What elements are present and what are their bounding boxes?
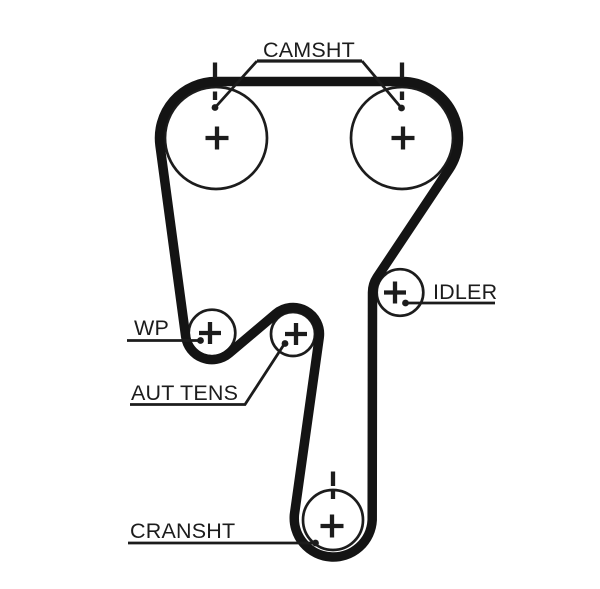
timing-belt xyxy=(154,76,464,562)
camshaft-label: CAMSHT xyxy=(263,38,355,62)
water-pump-leader xyxy=(127,337,204,344)
tensioner-label: AUT TENS xyxy=(131,381,238,405)
crankshaft-label: CRANSHT xyxy=(130,519,235,543)
crankshaft-leader-dot xyxy=(312,539,319,547)
tensioner-leader xyxy=(130,340,289,406)
camshaft-left-leader-dot xyxy=(211,104,219,111)
crankshaft-leader xyxy=(128,539,319,547)
water-pump-label: WP xyxy=(134,316,169,340)
idler-leader xyxy=(402,299,495,307)
camshaft-right-leader-dot xyxy=(398,104,405,112)
water-pump-center-cross-icon xyxy=(199,322,221,344)
idler-label: IDLER xyxy=(433,280,497,304)
tensioner-leader-dot xyxy=(281,340,289,347)
water-pump-leader-dot xyxy=(197,337,204,344)
idler-center-cross-icon xyxy=(384,281,406,304)
camshaft-right-center-cross-icon xyxy=(391,126,415,150)
camshaft-left-center-cross-icon xyxy=(205,126,229,150)
tensioner-center-cross-icon xyxy=(285,323,307,345)
camshaft-label-bracket xyxy=(211,59,405,112)
idler-leader-dot xyxy=(402,299,409,307)
crankshaft-center-cross-icon xyxy=(320,514,344,538)
